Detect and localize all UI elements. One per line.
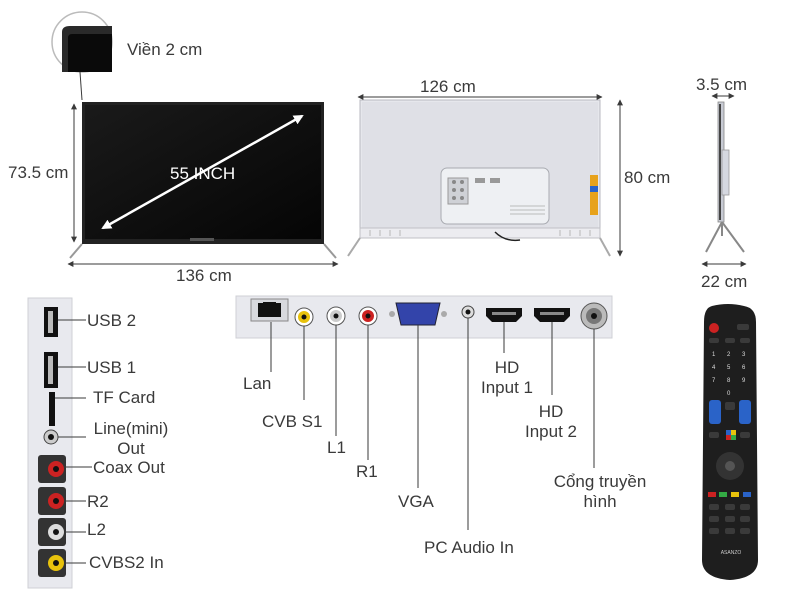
svg-text:4: 4 (712, 365, 716, 371)
antenna-label-line2: hình (583, 492, 617, 511)
usb1-label: USB 1 (87, 358, 137, 377)
diagonal-arrow (101, 114, 304, 230)
stand-depth-label: 22 cm (701, 272, 748, 291)
cvbs1-label: CVB S1 (262, 412, 323, 431)
side-port-panel (27, 297, 92, 589)
hd-input2-label-line1: HD (538, 402, 564, 421)
usb2-label: USB 2 (87, 311, 137, 330)
svg-text:1: 1 (712, 352, 716, 358)
hd-input1-label-line2: Input 1 (481, 378, 533, 397)
front-height-label: 73.5 cm (8, 163, 69, 182)
hd-input1-label-line1: HD (494, 358, 520, 377)
lan-label: Lan (243, 374, 272, 393)
l2-label: L2 (87, 520, 106, 539)
diagonal-size-label: 55 INCH (170, 164, 236, 183)
coax-out-label: Coax Out (93, 458, 165, 477)
svg-text:0: 0 (727, 391, 731, 397)
l1-label: L1 (327, 438, 346, 457)
svg-text:5: 5 (727, 365, 731, 371)
back-width-label: 126 cm (420, 77, 476, 96)
side-depth-label: 3.5 cm (696, 75, 748, 94)
back-height-label: 80 cm (624, 168, 671, 187)
r1-label: R1 (356, 462, 378, 481)
line-mini-out-label-line2: Out (117, 439, 145, 458)
hd-input1-label: HD Input 1 (474, 358, 540, 398)
line-mini-out-label-line1: Line(mini) (93, 419, 169, 438)
hd-input2-label-line2: Input 2 (525, 422, 577, 441)
side-view-tv (701, 93, 747, 267)
back-view-tv (347, 94, 623, 257)
svg-text:3: 3 (742, 352, 746, 358)
rear-port-panel (235, 295, 613, 530)
pc-audio-in-label: PC Audio In (424, 538, 514, 557)
line-mini-out-label: Line(mini) Out (90, 419, 172, 459)
cvbs2-in-label: CVBS2 In (89, 553, 164, 572)
svg-text:2: 2 (727, 352, 731, 358)
remote-control: 1 2 3 4 5 6 7 8 9 0 (702, 304, 758, 580)
bezel-zoom (51, 11, 113, 101)
svg-text:9: 9 (742, 378, 746, 384)
svg-text:8: 8 (727, 378, 731, 384)
antenna-label: Cổng truyền hình (546, 472, 654, 512)
r2-label: R2 (87, 492, 109, 511)
svg-text:7: 7 (712, 378, 716, 384)
antenna-label-line1: Cổng truyền (553, 472, 647, 491)
front-width-label: 136 cm (176, 266, 232, 285)
remote-brand-logo: ASANZO (720, 550, 742, 556)
svg-text:6: 6 (742, 365, 746, 371)
vga-label: VGA (398, 492, 434, 511)
front-view-tv (67, 102, 339, 267)
bezel-label: Viền 2 cm (127, 40, 203, 59)
hd-input2-label: HD Input 2 (518, 402, 584, 442)
tf-card-label: TF Card (93, 388, 156, 407)
